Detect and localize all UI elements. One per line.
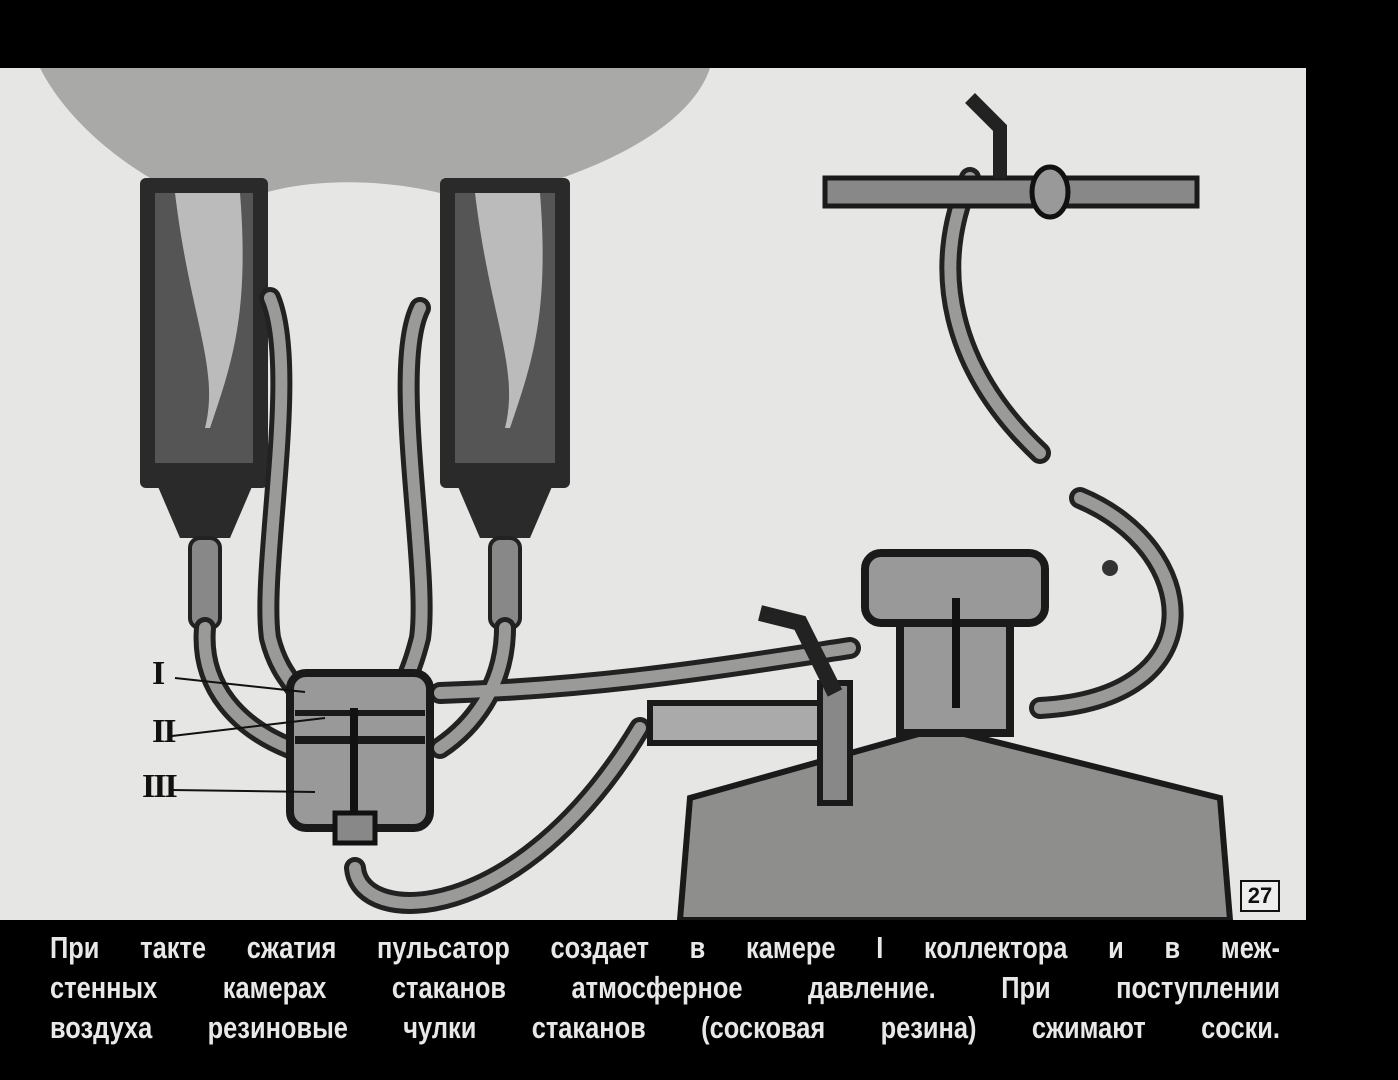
slide-frame: I II III 27: [0, 68, 1306, 920]
pulsator: [861, 549, 1118, 737]
milking-machine-diagram: [40, 68, 1234, 920]
collector: [286, 669, 434, 846]
caption-line: воздуха резиновые чулки стаканов (сосков…: [50, 1010, 1280, 1045]
caption-line: стенных камерах стаканов атмосферное дав…: [50, 970, 1280, 1005]
pail-valve: [647, 605, 853, 806]
caption-line: При такте сжатия пульсатор создает в кам…: [50, 930, 1280, 965]
vacuum-pipe: [822, 93, 1200, 220]
teat-cup-right: [440, 178, 570, 630]
label-chamber-1: I: [152, 655, 165, 692]
label-chamber-3: III: [142, 768, 178, 805]
caption: При такте сжатия пульсатор создает в кам…: [50, 928, 1280, 1048]
teat-cup-left: [140, 178, 268, 630]
label-leader-lines: [171, 677, 326, 793]
frame-number: 27: [1240, 880, 1280, 912]
label-chamber-2: II: [152, 713, 177, 750]
